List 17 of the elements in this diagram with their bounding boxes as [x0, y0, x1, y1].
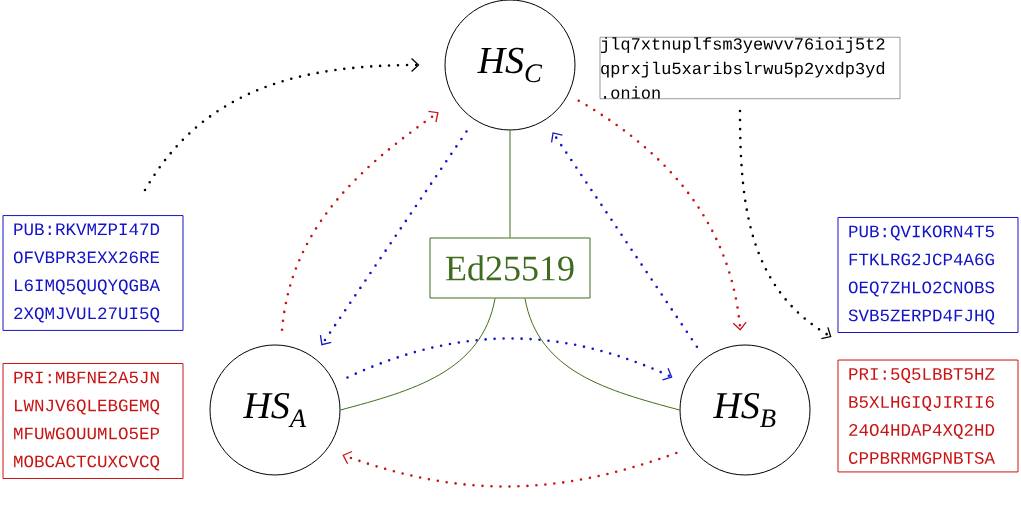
arrow	[143, 57, 420, 192]
onion-address: jlq7xtnuplfsm3yewvv76ioij5t2 qprxjlu5xaribslrwu5p2yxdp3yd .onion	[599, 37, 901, 99]
key-box: PRI:5Q5LBBT5HZ B5XLHGIQJIRII6 24O4HDAP4XQ2HD CPPBRRMGPNBTSA	[837, 359, 1019, 473]
arrow	[577, 99, 747, 331]
connector-line	[340, 298, 496, 411]
arrow	[738, 109, 832, 340]
arrow	[346, 337, 673, 381]
key-box: PRI:MBFNE2A5JN LWNJV6QLEBGEMQ MFUWGOUUMLO5EP MOBCACTCUXCVCQ	[2, 363, 184, 479]
arrow	[550, 132, 699, 349]
connector-line	[524, 298, 680, 411]
key-box: PUB:QVIKORN4T5 FTKLRG2JCP4A6G OEQ7ZHLO2CNOBS SVB5ZERPD4FJHQ	[837, 217, 1019, 333]
arrow	[319, 130, 468, 346]
key-type-box: Ed25519	[429, 237, 591, 299]
arrow	[342, 450, 678, 488]
key-box: PUB:RKVMZPI47D OFVBPR3EXX26RE L6IMQ5QUQYQGBA 2XQMJVUL27UI5Q	[2, 215, 184, 331]
arrow	[280, 110, 439, 332]
connector-line	[509, 130, 511, 238]
